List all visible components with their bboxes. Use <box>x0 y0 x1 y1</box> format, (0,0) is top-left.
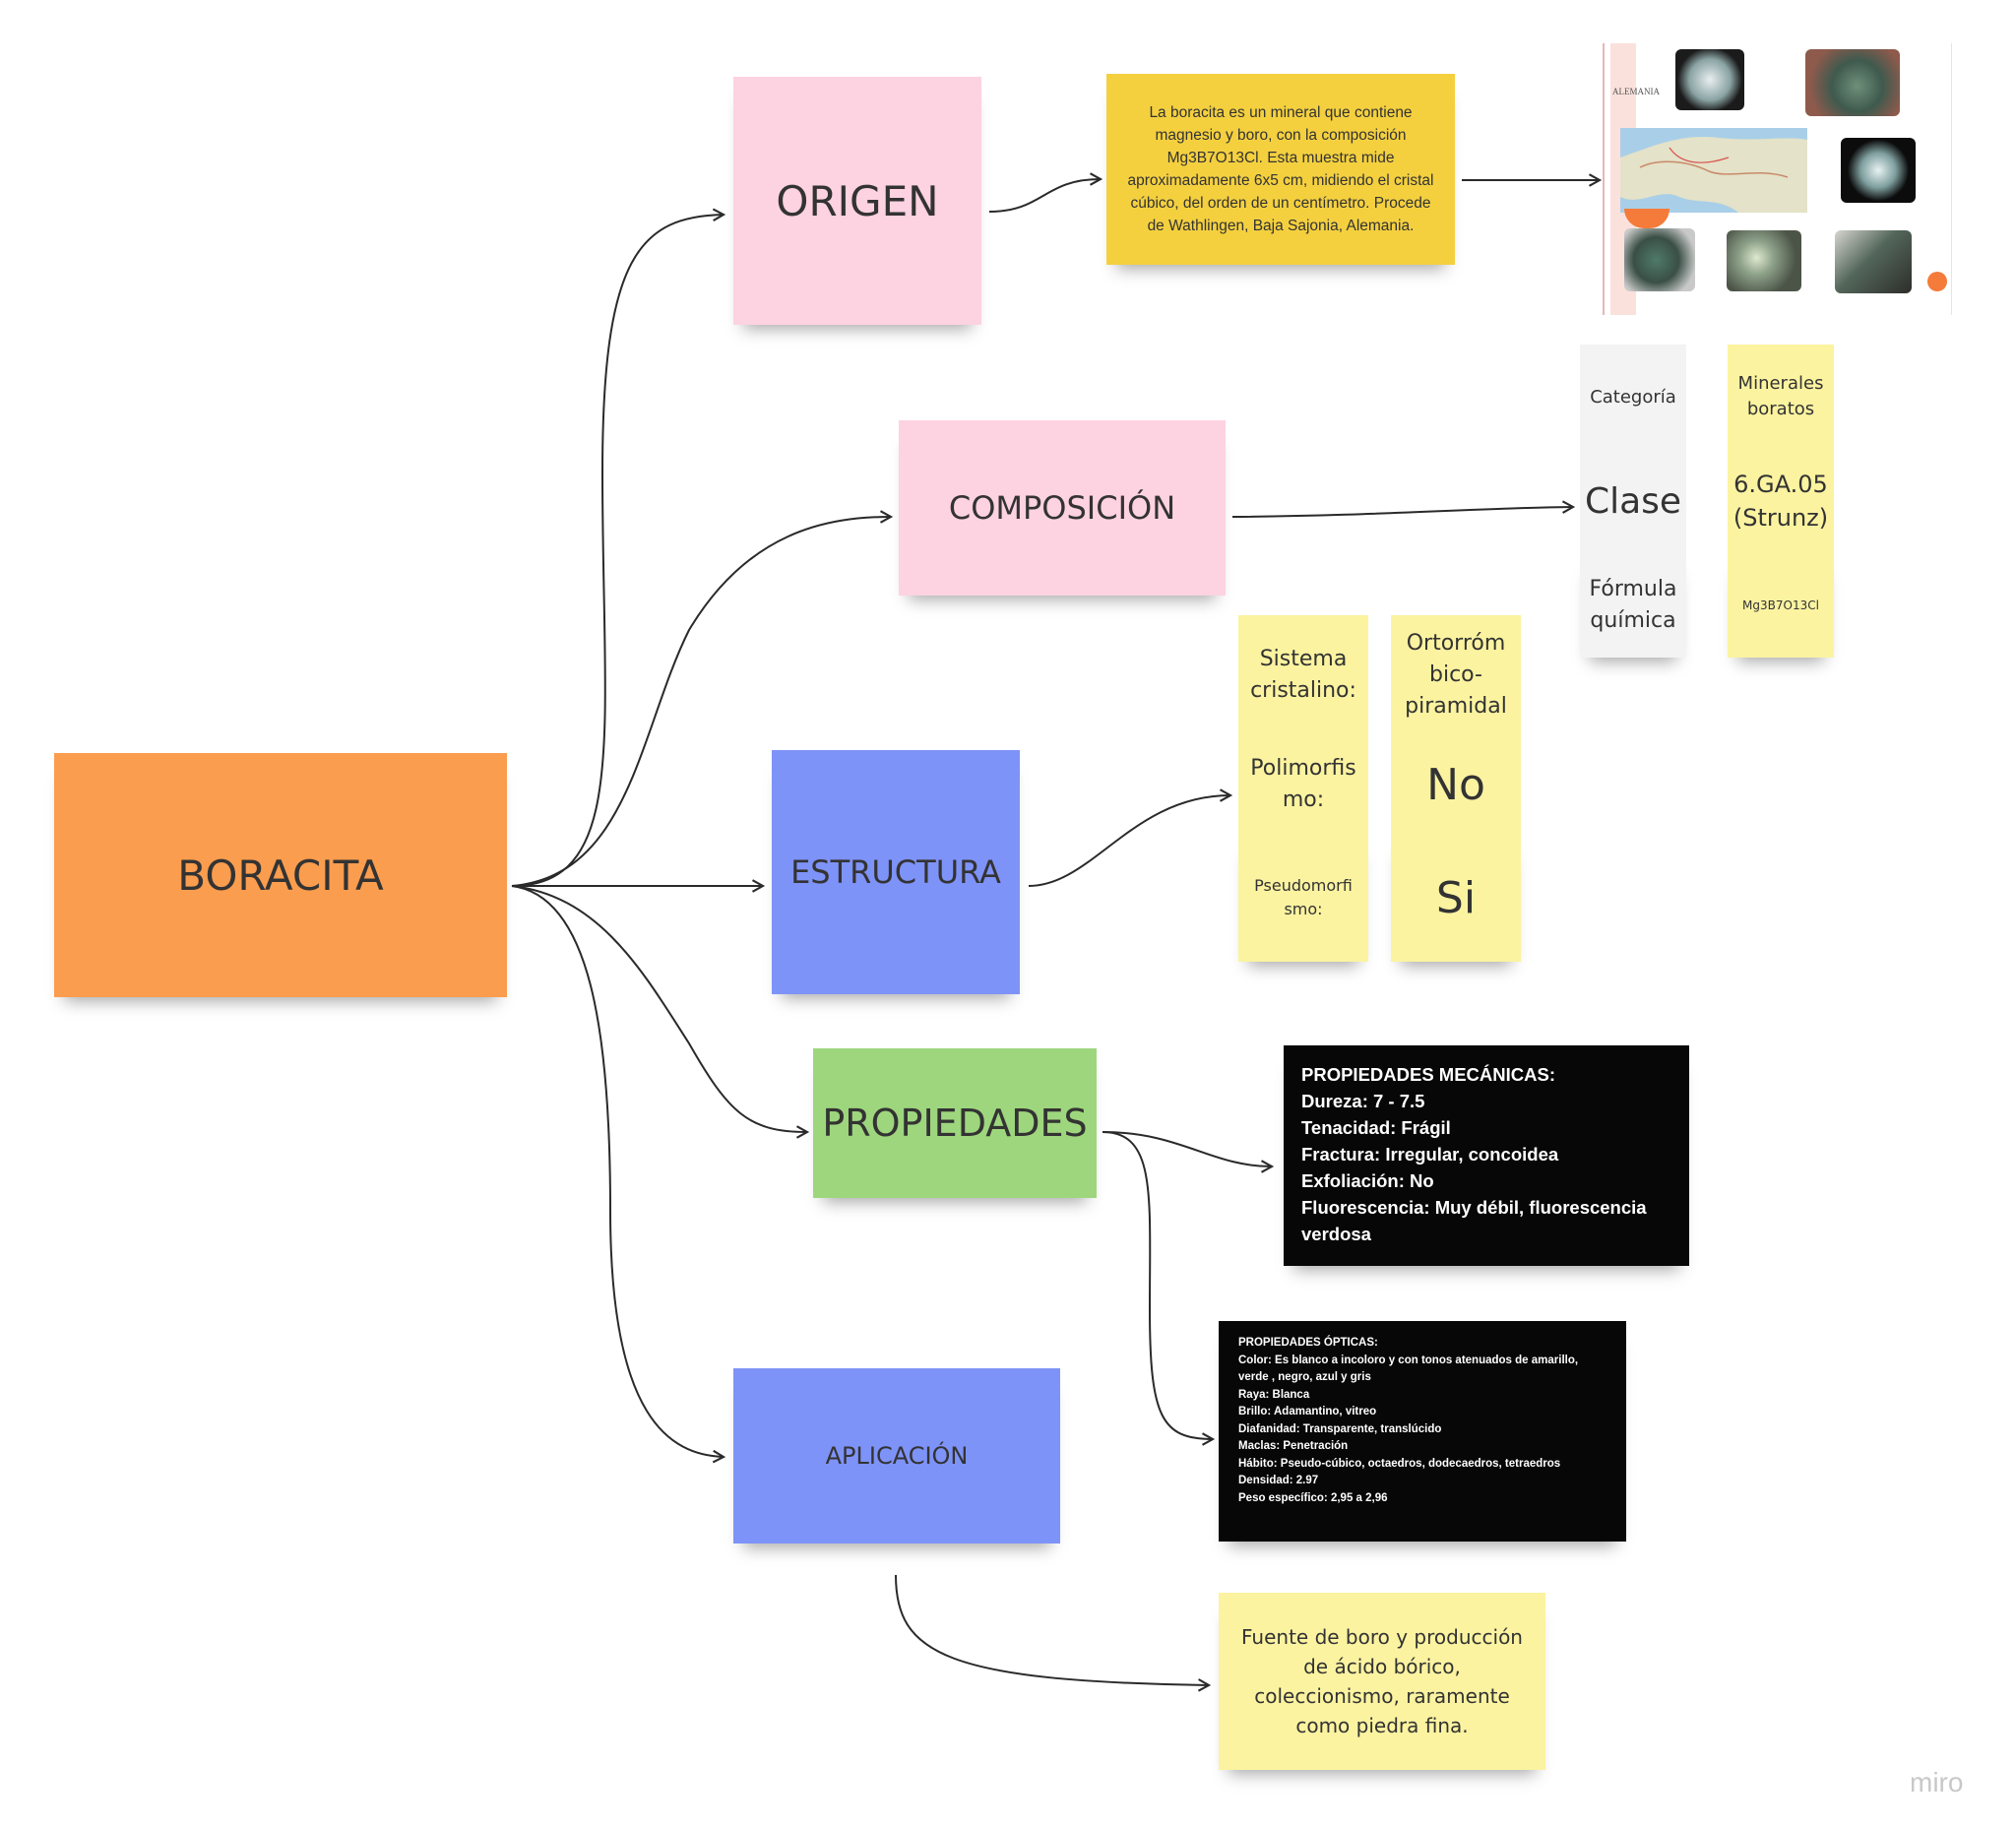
aplicacion-uses[interactable]: Fuente de boro y producción de ácido bór… <box>1219 1593 1545 1770</box>
arrow-propiedades-to-opticas <box>1102 1131 1216 1446</box>
aplicacion-label: APLICACIÓN <box>825 1442 969 1470</box>
map-image <box>1620 128 1807 213</box>
clase-value-cell[interactable]: 6.GA.05 (Strunz) <box>1728 449 1834 553</box>
arrow-propiedades-to-mecanicas <box>1102 1131 1275 1173</box>
orange-dot-1 <box>1624 209 1670 228</box>
arrow-aplicacion-to-uses <box>895 1574 1212 1692</box>
crystal-photo-2 <box>1805 49 1900 116</box>
pseudomorfismo-label-cell[interactable]: Pseudomorfi smo: <box>1238 834 1368 962</box>
origen-node[interactable]: ORIGEN <box>733 77 981 325</box>
mecanicas-list: PROPIEDADES MECÁNICAS: Dureza: 7 - 7.5 T… <box>1301 1064 1647 1244</box>
crystal-photo-1 <box>1675 49 1744 110</box>
polimorfismo-value-cell[interactable]: No <box>1391 735 1521 834</box>
central-label: BORACITA <box>177 850 384 900</box>
arrow-to-aplicacion <box>511 885 726 1464</box>
arrow-to-origen <box>511 208 726 887</box>
arrow-composicion-to-table <box>1231 500 1576 518</box>
arrow-to-propiedades <box>511 885 810 1139</box>
formula-value-cell[interactable]: Mg3B7O13Cl <box>1728 553 1834 658</box>
opticas-card[interactable]: PROPIEDADES ÓPTICAS: Color: Es blanco a … <box>1219 1321 1626 1542</box>
composicion-node[interactable]: COMPOSICIÓN <box>899 420 1226 596</box>
estructura-label: ESTRUCTURA <box>790 853 1001 891</box>
crystal-photo-3 <box>1841 138 1916 203</box>
propiedades-label: PROPIEDADES <box>822 1102 1088 1145</box>
origen-description[interactable]: La boracita es un mineral que contiene m… <box>1106 74 1455 265</box>
sistema-label-cell[interactable]: Sistema cristalino: <box>1238 615 1368 735</box>
miro-watermark: miro <box>1910 1767 1964 1797</box>
origen-label: ORIGEN <box>776 176 939 225</box>
categoria-value-cell[interactable]: Minerales boratos <box>1728 345 1834 449</box>
pseudomorfismo-value-cell[interactable]: Si <box>1391 834 1521 962</box>
arrow-to-composicion <box>511 510 894 887</box>
estructura-node[interactable]: ESTRUCTURA <box>772 750 1020 994</box>
origen-image-collage[interactable]: ALEMANIA <box>1603 43 1952 315</box>
clase-label-cell[interactable]: Clase <box>1580 449 1686 553</box>
crystal-photo-5 <box>1727 230 1801 291</box>
central-node[interactable]: BORACITA <box>54 753 507 997</box>
arrow-estructura-to-table <box>1028 788 1233 887</box>
sistema-value-cell[interactable]: Ortorróm bico-piramidal <box>1391 615 1521 735</box>
mecanicas-card[interactable]: PROPIEDADES MECÁNICAS: Dureza: 7 - 7.5 T… <box>1284 1045 1689 1266</box>
formula-label-cell[interactable]: Fórmula química <box>1580 553 1686 658</box>
map-label: ALEMANIA <box>1612 87 1660 96</box>
propiedades-node[interactable]: PROPIEDADES <box>813 1048 1097 1198</box>
crystal-photo-4 <box>1624 228 1695 291</box>
arrow-origen-to-text <box>988 172 1103 213</box>
opticas-list: PROPIEDADES ÓPTICAS: Color: Es blanco a … <box>1238 1337 1579 1504</box>
aplicacion-node[interactable]: APLICACIÓN <box>733 1368 1060 1544</box>
orange-dot-2 <box>1927 272 1947 291</box>
origen-description-text: La boracita es un mineral que contiene m… <box>1127 104 1434 234</box>
categoria-label-cell[interactable]: Categoría <box>1580 345 1686 449</box>
crystal-photo-6 <box>1835 230 1912 293</box>
polimorfismo-label-cell[interactable]: Polimorfis mo: <box>1238 735 1368 834</box>
composicion-label: COMPOSICIÓN <box>948 489 1176 527</box>
